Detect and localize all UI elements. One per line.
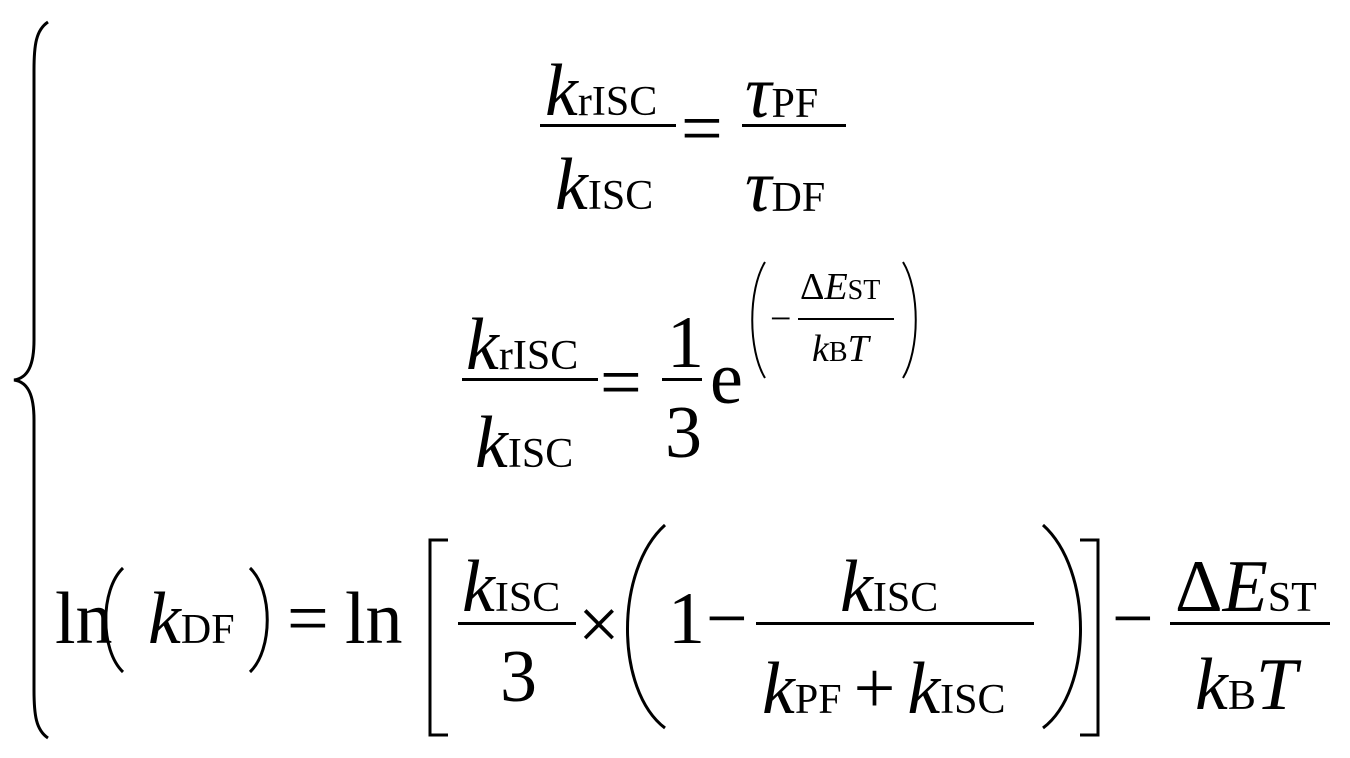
eq3-f1-numerator: kISC bbox=[462, 546, 561, 628]
eq2-exp-minus: − bbox=[770, 298, 792, 340]
eq2-coef-fraction-bar bbox=[662, 378, 702, 381]
eq3-f2-fraction-bar bbox=[756, 622, 1034, 625]
eq3-ln: ln bbox=[55, 578, 113, 660]
eq3-f3-fraction-bar bbox=[1170, 622, 1330, 625]
eq3-f2-denominator: kPF+kISC bbox=[762, 648, 1006, 730]
eq2-exp-fraction-bar bbox=[798, 318, 894, 320]
eq3-f1-denominator: 3 bbox=[500, 636, 537, 718]
eq1-numerator: krISC bbox=[545, 50, 658, 132]
eq1-denominator: kISC bbox=[555, 144, 654, 226]
eq2-denominator: kISC bbox=[475, 402, 574, 484]
eq3-f3-numerator: ΔEST bbox=[1175, 546, 1317, 628]
eq1-equals: = bbox=[681, 88, 723, 170]
eq1-left-fraction-bar bbox=[540, 124, 676, 127]
eq3-ln2: ln bbox=[345, 578, 403, 660]
eq3-times: × bbox=[578, 584, 620, 666]
eq3-equals: = bbox=[287, 578, 329, 660]
eq3-arg: kDF bbox=[148, 578, 235, 660]
eq3-minus2: − bbox=[1112, 578, 1154, 660]
eq2-exp-denominator: kBT bbox=[812, 328, 869, 370]
eq3-f3-denominator: kBT bbox=[1195, 644, 1298, 726]
eq1-right-denominator: τDF bbox=[745, 146, 826, 228]
eq1-right-numerator: τPF bbox=[745, 52, 819, 134]
eq3-minus: − bbox=[706, 578, 748, 660]
eq2-coef-denominator: 3 bbox=[665, 392, 702, 474]
eq2-coef-numerator: 1 bbox=[667, 302, 704, 384]
eq1-right-fraction-bar bbox=[742, 124, 846, 127]
eq2-equals: = bbox=[600, 342, 642, 424]
eq2-left-fraction-bar bbox=[462, 378, 598, 381]
eq3-f1-fraction-bar bbox=[458, 622, 576, 625]
eq2-numerator: krISC bbox=[466, 304, 579, 386]
eq3-one: 1 bbox=[668, 578, 705, 660]
eq2-exp-base: e bbox=[710, 338, 743, 420]
eq2-exp-numerator: ΔEST bbox=[800, 266, 881, 308]
eq3-f2-numerator: kISC bbox=[840, 546, 939, 628]
